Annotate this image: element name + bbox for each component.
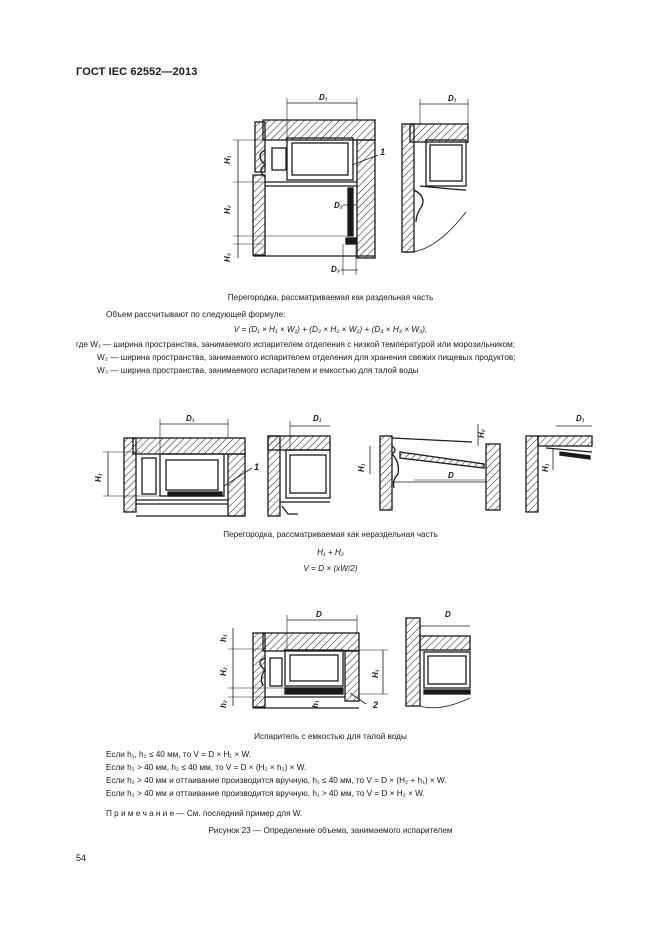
label-c-bigh1: H₁ xyxy=(371,669,380,678)
figure-b-caption: Перегородка, рассматриваемая как неразде… xyxy=(223,530,438,539)
condition-4: Если h₂ > 40 мм и оттаивание производитс… xyxy=(106,789,425,798)
figure-b-formula-1: H₁ + H₂ xyxy=(317,548,344,557)
document-header: ГОСТ IEC 62552—2013 xyxy=(76,66,198,78)
figure-c-caption: Испаритель с емкостью для талой воды xyxy=(254,732,407,741)
figure-a-drawing-left xyxy=(233,98,379,275)
callout-1: 1 xyxy=(380,147,385,157)
where-line-1: где W₁ — ширина пространства, занимаемог… xyxy=(76,340,516,349)
page-number: 54 xyxy=(76,853,87,863)
label-b-h1: H₁ xyxy=(94,473,103,482)
label-c-d: D xyxy=(316,610,322,619)
figure-c-drawing-right xyxy=(405,617,471,709)
figure-b-drawing-4 xyxy=(525,425,593,513)
label-b-h1-3: H₁ xyxy=(357,463,366,472)
where-line-3: W₃ — ширина пространства, занимаемого ис… xyxy=(97,366,419,375)
label-b-d1-4: D₁ xyxy=(576,414,585,423)
where-line-2: W₂ — ширина пространства, занимаемого ис… xyxy=(97,353,516,362)
condition-3: Если h₂ > 40 мм и оттаивание производитс… xyxy=(106,776,447,785)
label-c-h1: h₁ xyxy=(219,634,228,642)
label-b-h2-3: H₂ xyxy=(477,429,486,438)
label-c-h3: h₂ xyxy=(219,700,228,708)
callout-b-1: 1 xyxy=(254,462,259,472)
label-c-d-right: D xyxy=(445,610,451,619)
callout-c-2: 2 xyxy=(372,700,378,710)
figure-c-drawing-left xyxy=(228,615,388,709)
condition-2: Если h₂ > 40 мм, h₂ ≤ 40 мм, то V = D × … xyxy=(106,763,307,772)
label-h2: H₂ xyxy=(223,205,232,214)
condition-1: Если h₁, h₂ ≤ 40 мм, то V = D × H₁ × W. xyxy=(106,750,251,759)
note: П р и м е ч а н и е — См. последний прим… xyxy=(106,809,303,818)
label-d2: D₂ xyxy=(334,201,343,210)
label-b-d: D xyxy=(448,471,454,480)
figure-b-drawing-2 xyxy=(267,421,331,517)
label-b-d1-2: D₁ xyxy=(313,414,322,423)
label-h3: H₃ xyxy=(223,253,232,262)
label-b-d1: D₁ xyxy=(186,414,195,423)
formula-intro: Объем рассчитывают по следующей формуле: xyxy=(106,310,286,319)
figure-b-formula-2: V = D × (xW/2) xyxy=(303,564,358,573)
figure-b-drawing-3 xyxy=(369,424,501,511)
label-d1-right: D₁ xyxy=(448,94,457,103)
label-h1: H₁ xyxy=(223,155,232,164)
label-b-h1-4: H₁ xyxy=(541,463,550,472)
figure-a-drawing-right xyxy=(401,99,469,253)
label-c-h2: H₂ xyxy=(219,667,228,676)
figure-b-drawing-1 xyxy=(103,419,253,517)
label-c-smallh: h₁ xyxy=(311,700,320,708)
label-d3: D₃ xyxy=(331,265,340,274)
figure-title: Рисунок 23 — Определение объема, занимае… xyxy=(208,826,453,835)
formula-main: V = (D₁ × H₁ × W₁) + (D₂ × H₂ × W₂) + (D… xyxy=(233,325,428,334)
figure-a-caption: Перегородка, рассматриваемая как раздель… xyxy=(227,293,434,302)
label-d1: D₁ xyxy=(319,93,328,102)
